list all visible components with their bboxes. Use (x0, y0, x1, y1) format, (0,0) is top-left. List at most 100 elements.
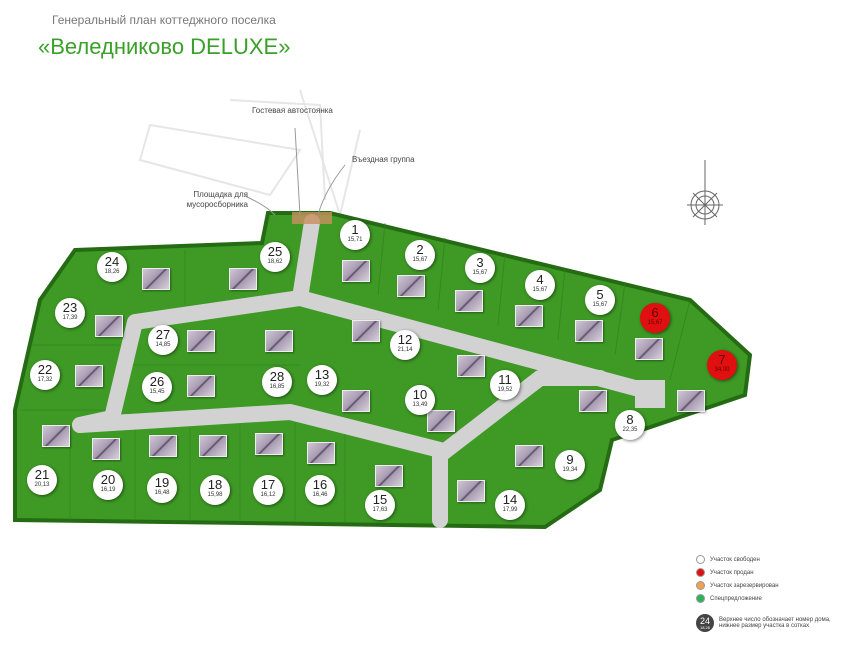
plot-area: 16,48 (154, 490, 170, 496)
callout-lines (244, 127, 346, 216)
key-area: 18,26 (699, 625, 710, 630)
house-icon (75, 365, 103, 387)
plot-number: 27 (155, 327, 171, 342)
legend-label: Участок зарезервирован (710, 582, 779, 589)
house-icon (92, 438, 120, 460)
compass-icon (687, 160, 723, 225)
plot-number: 10 (412, 387, 428, 402)
legend-item: Участок зарезервирован (696, 579, 779, 592)
legend-dot-icon (696, 594, 705, 603)
house-icon (677, 390, 705, 412)
house-icon (342, 260, 370, 282)
plot-area: 15,98 (207, 492, 223, 498)
settlement-grass (13, 211, 753, 530)
plot-number: 15 (372, 492, 388, 507)
key-text: Верхнее число обозначает номер дома, ниж… (719, 617, 831, 629)
page-subtitle: Генеральный план коттеджного поселка (52, 13, 276, 27)
house-icon (142, 268, 170, 290)
plot-area: 15,67 (472, 270, 488, 276)
legend-label: Участок свободен (710, 556, 760, 563)
plot-area: 15,45 (149, 389, 165, 395)
plot-boundaries (20, 222, 691, 522)
entrance-gate (292, 212, 332, 224)
plot-number: 20 (100, 472, 116, 487)
plot-number: 26 (149, 374, 165, 389)
house-icon (307, 442, 335, 464)
plot-area: 15,67 (532, 287, 548, 293)
plot-number: 18 (207, 477, 223, 492)
house-icon (575, 320, 603, 342)
plot-number: 22 (37, 362, 53, 377)
plot-area: 19,34 (562, 467, 578, 473)
plot-area: 16,46 (312, 492, 328, 498)
plot-number: 25 (267, 244, 283, 259)
legend-label: Участок продан (710, 569, 754, 576)
plot-area: 19,32 (314, 382, 330, 388)
plot-area: 19,52 (497, 387, 513, 393)
house-icon (42, 425, 70, 447)
legend-dot-icon (696, 555, 705, 564)
plot-number: 12 (397, 332, 413, 347)
house-icon (187, 330, 215, 352)
house-icon (95, 315, 123, 337)
plot-area: 16,12 (260, 492, 276, 498)
house-icon (265, 330, 293, 352)
legend-item: Участок свободен (696, 553, 779, 566)
roads (72, 214, 658, 528)
house-icon (635, 338, 663, 360)
legend-label: Спецпредложение (710, 595, 762, 602)
plot-number: 17 (260, 477, 276, 492)
plot-area: 18,26 (104, 269, 120, 275)
parking-outline (138, 89, 361, 216)
house-icon (515, 305, 543, 327)
plot-area: 15,71 (347, 237, 363, 243)
house-icon (375, 465, 403, 487)
plot-number: 8 (626, 412, 634, 427)
house-icon (342, 390, 370, 412)
house-icon (455, 290, 483, 312)
house-icon (187, 375, 215, 397)
plot-area: 17,63 (372, 507, 388, 513)
plot-area: 18,62 (267, 259, 283, 265)
plot-number: 1 (351, 222, 359, 237)
house-icon (457, 355, 485, 377)
legend-item: Участок продан (696, 566, 779, 579)
garbage-label: Площадка для мусоросборника (186, 190, 248, 209)
plot-number: 16 (312, 477, 328, 492)
plot-number: 14 (502, 492, 518, 507)
plot-number: 9 (566, 452, 574, 467)
page-title: «Веледниково DELUXE» (38, 34, 291, 59)
plot-number: 4 (536, 272, 544, 287)
plot-number: 7 (718, 352, 726, 367)
